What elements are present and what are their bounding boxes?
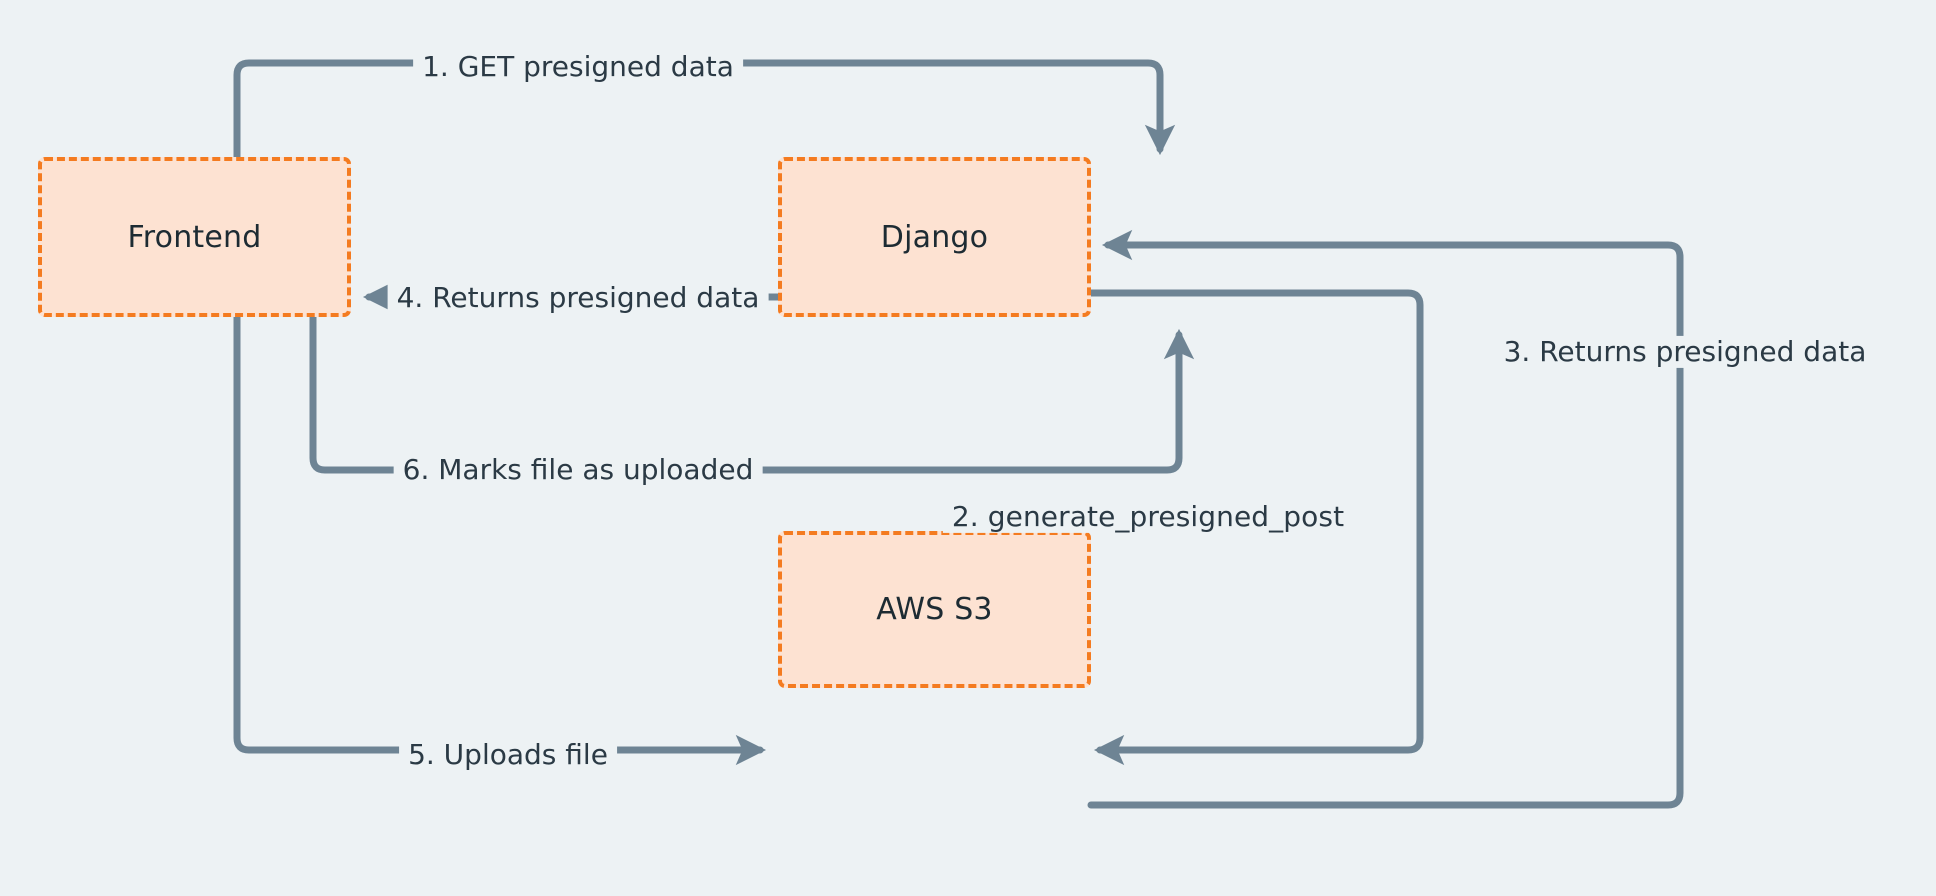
edge-path-2 [1087, 289, 1424, 766]
node-django[interactable]: Django [778, 157, 1091, 317]
edge-label-1: 1. GET presigned data [413, 50, 743, 84]
edge-path-3 [1087, 229, 1684, 809]
node-django-label: Django [880, 219, 989, 255]
node-aws-s3-label: AWS S3 [876, 592, 993, 627]
node-frontend[interactable]: Frontend [38, 157, 351, 317]
edge-label-5: 5. Uploads file [399, 738, 617, 772]
edge-label-4: 4. Returns presigned data [387, 281, 769, 315]
node-frontend-label: Frontend [127, 219, 262, 255]
edge-label-3: 3. Returns presigned data [1494, 335, 1876, 369]
edge-label-2: 2. generate_presigned_post [942, 500, 1354, 534]
edge-path-5 [233, 313, 767, 766]
node-aws-s3[interactable]: AWS S3 [778, 531, 1091, 688]
edge-label-6: 6. Marks file as uploaded [393, 453, 763, 487]
edge-path-6 [309, 313, 1195, 474]
